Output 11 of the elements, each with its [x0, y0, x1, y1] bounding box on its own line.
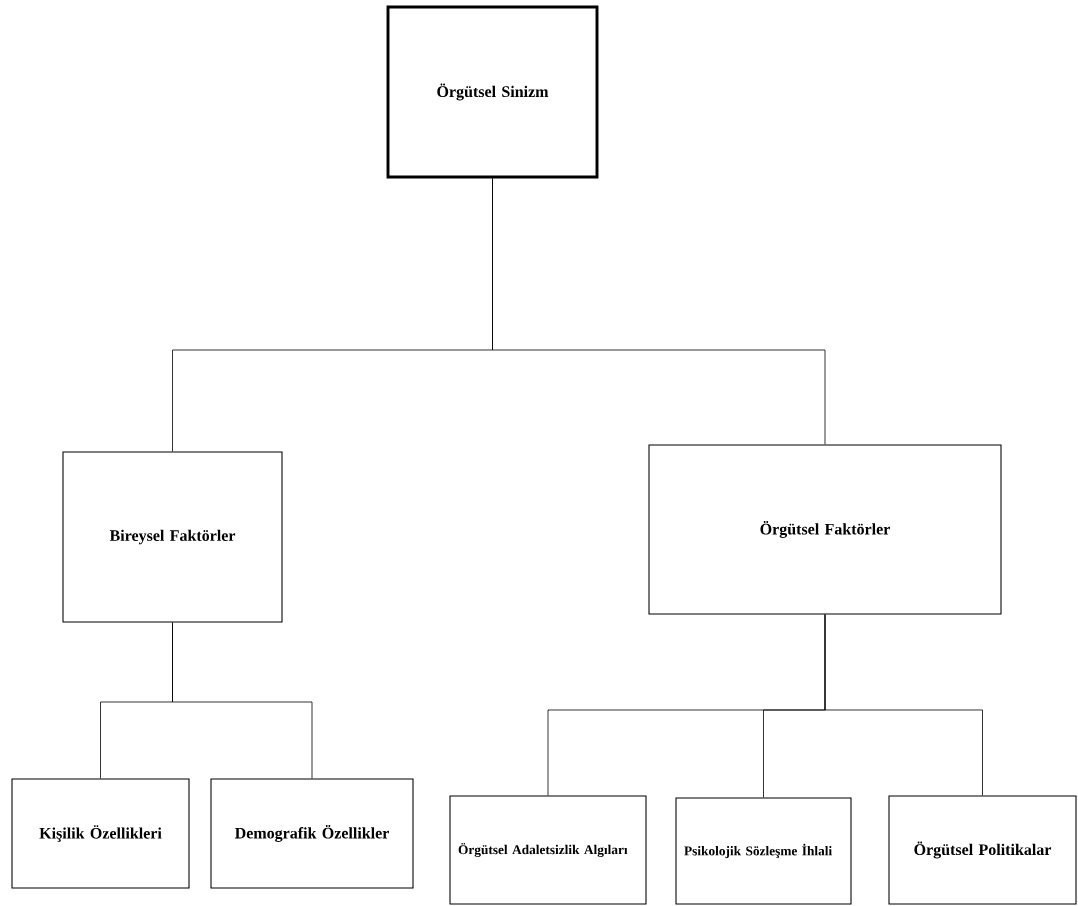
connector-line: [172, 622, 313, 779]
box: Örgütsel Sinizm: [386, 5, 599, 179]
connector-line: [824, 614, 983, 796]
box: Demografik Özellikler: [210, 778, 414, 889]
box: Bireysel Faktörler: [62, 451, 283, 623]
box: Kişilik Özellikleri: [11, 778, 190, 889]
box: Örgütsel Politikalar: [888, 795, 1077, 905]
box: Psikolojik Sözleşme İhlali: [675, 797, 852, 905]
box: Örgütsel Adaletsizlik Algıları: [449, 795, 647, 905]
box: Örgütsel Faktörler: [648, 444, 1002, 615]
connector-line: [492, 178, 826, 445]
